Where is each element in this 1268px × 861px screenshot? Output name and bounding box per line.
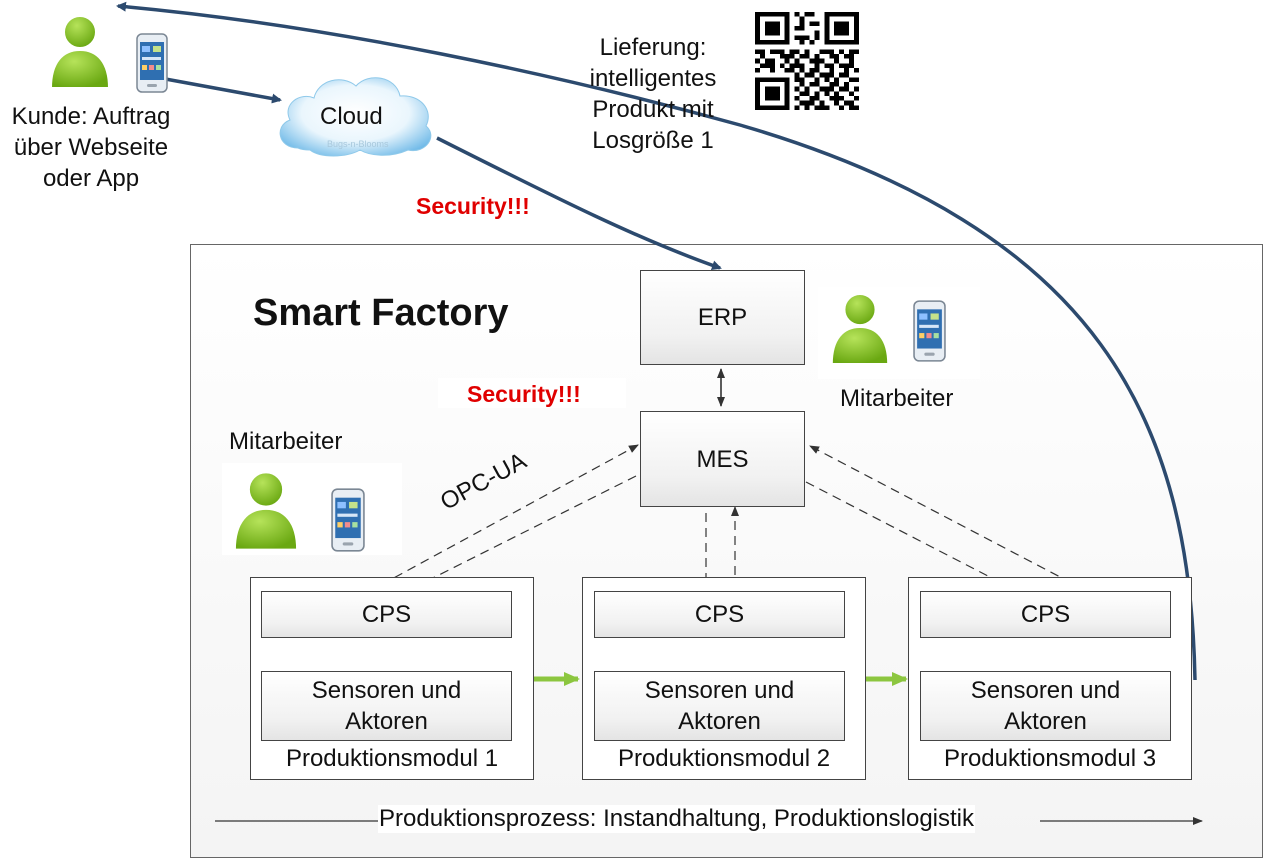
customer-smartphone-icon: [136, 33, 168, 93]
customer-label-line: Kunde: Auftrag: [11, 103, 171, 130]
security-label-factory: Security!!!: [467, 381, 581, 407]
sensors-actuators-box-3: Sensoren und Aktoren: [920, 671, 1171, 741]
cps-box-3: CPS: [920, 591, 1171, 638]
delivery-label-line: intelligentes: [589, 65, 717, 92]
cloud-label: Cloud: [320, 103, 383, 130]
production-module-name: Produktionsmodul 2: [617, 745, 831, 772]
cloud-watermark: Bugs-n-Blooms: [327, 139, 389, 149]
security-label-cloud: Security!!!: [416, 193, 530, 219]
delivery-label-line: Produkt mit: [592, 96, 714, 123]
mes-cps3-dashed-b: [809, 445, 1086, 591]
production-module-name: Produktionsmodul 1: [285, 745, 499, 772]
staff-right-smartphone-icon: [913, 300, 946, 362]
erp-box: ERP: [640, 270, 805, 365]
delivery-label: Lieferung: intelligentes Produkt mit Los…: [568, 32, 738, 156]
cloud-icon: [270, 68, 440, 160]
smart-factory-title: Smart Factory: [253, 292, 509, 334]
sensors-actuators-line: Sensoren und: [644, 677, 795, 704]
customer-label: Kunde: Auftrag über Webseite oder App: [0, 101, 182, 194]
mes-cps3-dashed-a: [805, 481, 1016, 591]
customer-label-line: über Webseite: [13, 134, 169, 161]
cps-box-2: CPS: [594, 591, 845, 638]
customer-to-cloud-arrow: [159, 76, 282, 104]
customer-person-icon: [45, 12, 115, 92]
cloud-to-erp-arrow: [436, 136, 722, 271]
sensors-actuators-box-2: Sensoren und Aktoren: [594, 671, 845, 741]
qr-code-icon: [755, 12, 859, 110]
delivery-label-line: Losgröße 1: [592, 127, 714, 154]
staff-left-smartphone-icon: [331, 488, 365, 552]
cps-box-1: CPS: [261, 591, 512, 638]
sensors-actuators-line: Aktoren: [1004, 708, 1087, 735]
production-process-label: Produktionsprozess: Instandhaltung, Prod…: [378, 805, 976, 833]
staff-left-person-icon: [228, 468, 304, 554]
sensors-actuators-line: Sensoren und: [970, 677, 1121, 704]
mes-box: MES: [640, 411, 805, 507]
mes-cps1-dashed-b: [404, 475, 637, 593]
sensors-actuators-box-1: Sensoren und Aktoren: [261, 671, 512, 741]
customer-label-line: oder App: [42, 165, 140, 192]
staff-right-person-icon: [826, 289, 894, 369]
staff-right-label: Mitarbeiter: [840, 385, 954, 412]
sensors-actuators-line: Aktoren: [678, 708, 761, 735]
mes-cps1-dashed-a: [367, 444, 639, 593]
sensors-actuators-line: Aktoren: [345, 708, 428, 735]
staff-left-label: Mitarbeiter: [229, 428, 343, 455]
sensors-actuators-line: Sensoren und: [311, 677, 462, 704]
security-label-backdrop: [438, 378, 626, 408]
production-module-name: Produktionsmodul 3: [943, 745, 1157, 772]
delivery-arrow: [116, 1, 1197, 681]
delivery-label-line: Lieferung:: [599, 34, 707, 61]
